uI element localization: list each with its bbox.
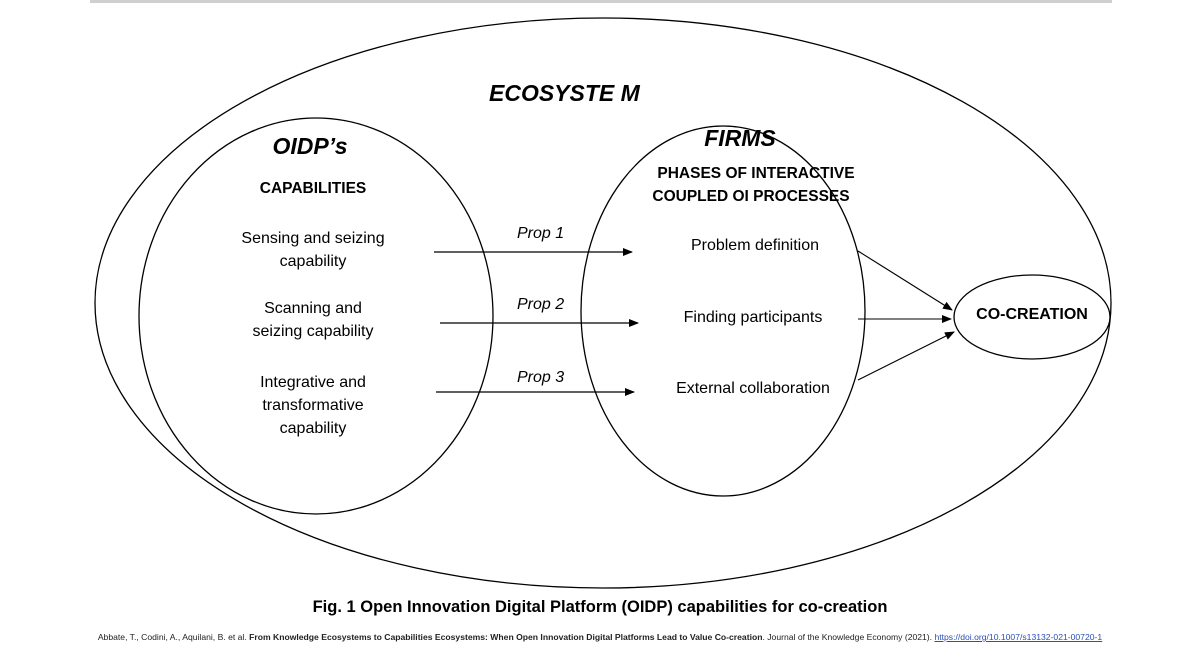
co-creation-label: CO-CREATION [976, 306, 1088, 323]
problem-definition-arrow [857, 250, 953, 311]
prop-2-label: Prop 2 [517, 296, 565, 313]
firms-phases-heading-line1: PHASES OF INTERACTIVE [657, 165, 855, 182]
citation-title: From Knowledge Ecosystems to Capabilitie… [249, 632, 763, 642]
oidp-title: OIDP’s [272, 133, 348, 159]
citation-journal: . Journal of the Knowledge Economy (2021… [762, 632, 933, 642]
capability-sensing-seizing: Sensing and seizing capability [241, 230, 385, 270]
ecosystem-diagram [94, 17, 1112, 589]
top-divider [90, 0, 1112, 3]
oidp-capabilities-heading: CAPABILITIES [259, 180, 367, 197]
oidp-circle [138, 117, 494, 515]
firms-circle [580, 125, 866, 497]
co-creation-ellipse [953, 274, 1111, 360]
phase-external-collaboration: External collaboration [676, 380, 830, 397]
prop-1-label: Prop 1 [517, 225, 565, 242]
prop-3-label: Prop 3 [517, 369, 565, 386]
external-collaboration-arrow [857, 331, 955, 381]
phase-problem-definition: Problem definition [690, 237, 820, 254]
phase-finding-participants: Finding participants [683, 309, 823, 326]
citation: Abbate, T., Codini, A., Aquilani, B. et … [0, 632, 1200, 642]
firms-title: FIRMS [704, 125, 776, 151]
ecosystem-label: ECOSYSTE M [489, 80, 640, 106]
figure-caption: Fig. 1 Open Innovation Digital Platform … [312, 598, 888, 616]
capability-scanning-seizing: Scanning and seizing capability [252, 300, 374, 340]
firms-phases-heading-line2: COUPLED OI PROCESSES [652, 188, 850, 205]
ecosystem-boundary [94, 17, 1112, 589]
capability-integrative-transformative: Integrative and transformative capabilit… [260, 374, 366, 437]
citation-doi-link[interactable]: https://doi.org/10.1007/s13132-021-00720… [934, 632, 1103, 642]
citation-authors: Abbate, T., Codini, A., Aquilani, B. et … [97, 632, 247, 642]
